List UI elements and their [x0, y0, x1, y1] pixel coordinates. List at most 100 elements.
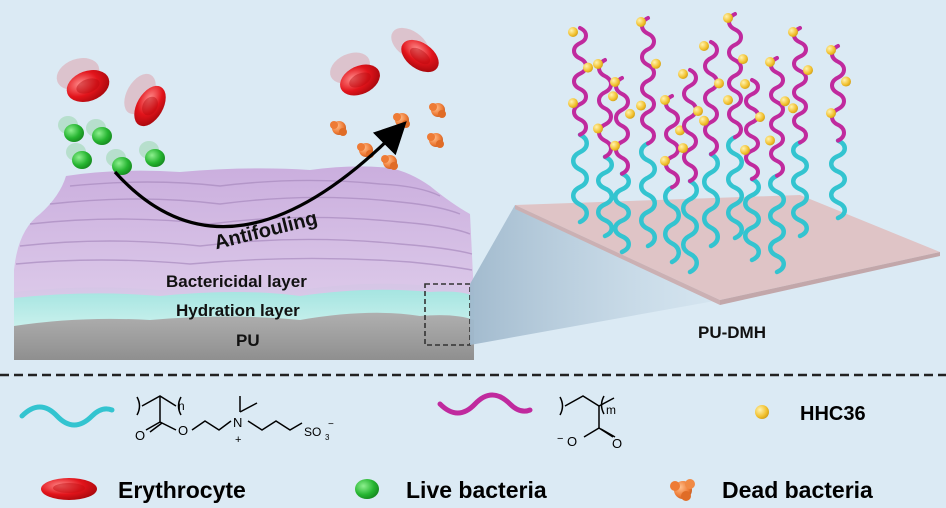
legend-live-bacteria-icon [355, 479, 379, 499]
dead-bacteria-lobe [381, 155, 389, 163]
erythrocyte [134, 85, 166, 127]
acrylate-brush-segment [572, 26, 588, 137]
peptide-dot [610, 140, 620, 151]
live-bacteria [112, 157, 132, 175]
zwitterion-brush-segment [743, 176, 761, 263]
bactericidal-layer-label: Bactericidal layer [166, 272, 307, 291]
acrylate-brush-segment [727, 12, 743, 140]
peptide-dot [826, 108, 836, 119]
legend-dead-bacteria-icon [670, 479, 695, 501]
zwitterion-brush-segment [702, 151, 720, 249]
legend-acrylate-structure [559, 395, 616, 438]
surface-label: PU-DMH [698, 323, 766, 342]
peptide-dot [723, 95, 733, 106]
hydration-layer [14, 283, 474, 326]
legend-peptide-dot [755, 405, 769, 419]
peptide-dot [625, 108, 635, 119]
legend-zwitterion-sulfonate-charge: − [328, 419, 334, 430]
legend-zwitterion-ester-o: O [178, 423, 188, 438]
legend-acrylate-m: m [606, 403, 616, 417]
legend-live-bacteria-label: Live bacteria [406, 477, 547, 503]
peptide-dot [568, 27, 578, 37]
zwitterion-brush-segment [596, 154, 614, 239]
acrylate-brush-segment [830, 44, 846, 143]
legend-dead-bacteria-label: Dead bacteria [722, 477, 873, 503]
peptide-dot [755, 112, 765, 122]
peptide-dot [693, 106, 703, 117]
legend-acrylate-anion-charge: − [557, 433, 563, 445]
peptide-dot [636, 100, 646, 111]
erythrocyte-center [76, 78, 100, 94]
dead-bacteria-lobe [402, 120, 410, 128]
peptide-dot [678, 143, 688, 154]
dead-bacteria-lobe [427, 133, 435, 141]
peptide-dot [651, 58, 661, 69]
dead-bacteria-lobe [330, 121, 338, 129]
zoom-funnel [470, 205, 720, 345]
peptide-dot [738, 54, 748, 65]
erythrocyte [401, 39, 439, 73]
peptide-dot [699, 41, 709, 51]
live-bacteria [145, 149, 165, 167]
legend-zwitterion-chain [19, 404, 115, 428]
live-bacteria [64, 124, 84, 142]
peptide-dot [660, 95, 670, 105]
peptide-dot [765, 135, 775, 146]
peptide-dot [740, 145, 750, 155]
legend: n O O N + SO 3 − m − O O HHC36 Erythrocy… [19, 392, 873, 503]
erythrocyte-center [409, 47, 431, 65]
legend-zwitterion-sulfonate: SO [304, 425, 321, 439]
peptide-dot [740, 79, 750, 89]
live-bacteria [72, 151, 92, 169]
peptide-dot [788, 103, 798, 114]
zwitterion-brush-segment [726, 134, 744, 241]
peptide-dot [610, 77, 620, 87]
peptide-dot [678, 69, 688, 79]
erythrocyte-center [349, 72, 371, 88]
legend-zwitterion-n: n [178, 399, 185, 413]
dead-bacteria-lobe [390, 162, 398, 170]
acrylate-brush-segment [682, 68, 698, 184]
dead-bacteria-lobe [438, 110, 446, 118]
legend-peptide-label: HHC36 [800, 403, 866, 425]
legend-acrylate-chain [437, 392, 533, 416]
zwitterion-brush-segment [681, 178, 699, 275]
acrylate-brush-segment [744, 78, 760, 181]
peptide-dot [636, 17, 646, 27]
peptide-dot [803, 65, 813, 76]
peptide-dot [765, 57, 775, 67]
zwitterion-brush-segment [663, 185, 681, 265]
peptide-dot [826, 45, 836, 55]
erythrocyte [66, 70, 110, 102]
legend-zwitterion-plus: + [235, 434, 241, 446]
acrylate-brush-segment [640, 16, 656, 146]
peptide-dot [583, 62, 593, 73]
live-bacteria [92, 127, 112, 145]
legend-zwitterion-carbonyl-o: O [135, 428, 145, 443]
erythrocyte [340, 64, 380, 96]
dead-bacteria-lobe [429, 103, 437, 111]
peptide-dot [660, 155, 670, 166]
substrate-label: PU [236, 331, 260, 350]
zwitterion-brush-segment [613, 171, 631, 255]
legend-acrylate-anion: O [567, 434, 577, 449]
peptide-dot [714, 78, 724, 89]
dead-bacteria-lobe [393, 113, 401, 121]
zwitterion-brush-segment [571, 132, 589, 225]
peptide-dot [568, 98, 578, 109]
polymer-brush-group [568, 12, 851, 275]
zwitterion-brush-segment [829, 138, 847, 221]
acrylate-brush-segment [769, 56, 785, 178]
zwitterion-brush-segment [791, 140, 809, 239]
acrylate-brush-segment [703, 40, 719, 157]
peptide-dot [608, 91, 618, 102]
legend-erythrocyte-label: Erythrocyte [118, 477, 246, 503]
peptide-dot [593, 59, 603, 69]
dead-bacteria-lobe [357, 143, 365, 151]
peptide-dot [699, 115, 709, 126]
acrylate-brush-segment [792, 26, 808, 145]
acrylate-brush-segment [614, 76, 630, 176]
legend-zwitterion-structure [136, 395, 303, 433]
zwitterion-brush-segment [768, 173, 786, 275]
